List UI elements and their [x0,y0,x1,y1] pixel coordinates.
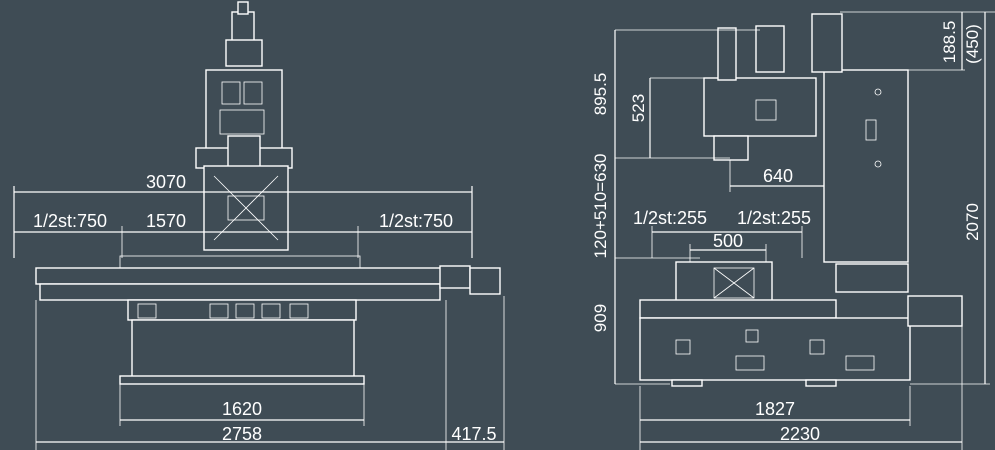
side-total-depth: 2230 [780,424,820,444]
side-half-stroke-left: 1/2st:255 [633,208,707,228]
side-half-stroke-right: 1/2st:255 [737,208,811,228]
front-overall-width: 3070 [146,172,186,192]
side-total-height: 2070 [963,203,982,241]
front-half-stroke-right: 1/2st:750 [379,211,453,231]
side-spindle-reach: 640 [763,166,793,186]
side-table-height: 909 [591,304,610,332]
side-base-depth: 1827 [755,399,795,419]
side-top-clearance: (450) [963,24,982,64]
front-total-width: 2758 [222,424,262,444]
front-half-stroke-left: 1/2st:750 [33,211,107,231]
side-view: 895.5 523 120+510=630 909 640 1/2st:255 … [591,11,995,450]
front-view: 3070 1/2st:750 1570 1/2st:750 1620 2758 … [13,1,505,450]
side-top-offset: 188.5 [940,21,959,64]
side-spindle-height: 895.5 [591,73,610,116]
front-offset: 417.5 [451,424,496,444]
front-center-width: 1570 [146,211,186,231]
side-table-width: 500 [713,231,743,251]
side-z-travel: 120+510=630 [591,154,610,259]
front-base-width: 1620 [222,399,262,419]
side-spindle-offset: 523 [629,94,648,122]
